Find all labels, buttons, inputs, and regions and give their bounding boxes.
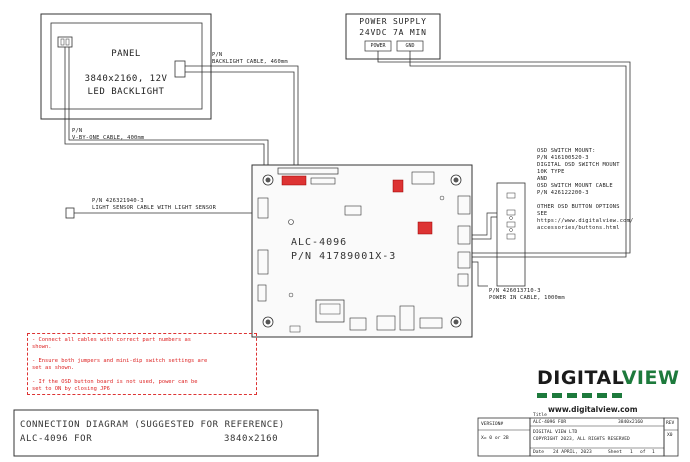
title-frame-left xyxy=(13,409,319,457)
version-label: VERSION# xyxy=(481,422,504,427)
of-value: 1 xyxy=(652,450,655,455)
notes-box: - Connect all cables with correct part n… xyxy=(27,333,257,395)
rev-value: X0 xyxy=(667,433,673,438)
backlight-cable-desc: BACKLIGHT CABLE, 460mm xyxy=(212,59,288,65)
diagram-subtitle-right: 3840x2160 xyxy=(224,434,279,444)
date-label: Date xyxy=(533,450,545,455)
note-line: - Connect all cables with correct part n… xyxy=(32,337,192,343)
note-line: - If the OSD button board is not used, p… xyxy=(32,379,198,385)
version-value: X= 0 or 2B xyxy=(481,436,509,441)
power-supply-title: POWER SUPPLY xyxy=(359,17,427,26)
date-value: 24 APRIL, 2023 xyxy=(553,450,592,455)
rev-label: REV xyxy=(666,421,675,426)
panel-outline xyxy=(40,13,212,120)
title-resolution: 3840x2160 xyxy=(618,420,643,425)
panel-title: PANEL xyxy=(111,49,141,59)
diagram-subtitle-left: ALC-4096 FOR xyxy=(20,434,93,444)
osd-note-line: accessories/buttons.html xyxy=(537,225,620,231)
osd-note-line: OSD SWITCH MOUNT: xyxy=(537,148,596,154)
vbyone-cable-pn: P/N xyxy=(72,128,83,134)
osd-note-line: P/N 416100520-3 xyxy=(537,155,589,161)
gnd-label: GND xyxy=(405,43,415,49)
power-supply-box xyxy=(345,13,441,60)
logo-brand-left: DIGITAL xyxy=(537,367,622,389)
sensor-cable-pn: P/N 426321940-3 xyxy=(92,198,144,204)
vbyone-cable-desc: V-BY-ONE CABLE, 400mm xyxy=(72,135,145,141)
of-label: of xyxy=(640,450,646,455)
controller-board xyxy=(251,164,473,338)
note-line: shown. xyxy=(32,344,52,350)
title-label: Title xyxy=(533,413,547,418)
note-line: set to ON by closing JP6 xyxy=(32,386,110,392)
logo-brand-right: VIEW xyxy=(621,367,680,389)
diagram-title: CONNECTION DIAGRAM (SUGGESTED FOR REFERE… xyxy=(20,420,285,430)
board-pn: P/N 41789001X-3 xyxy=(291,251,397,262)
note-line: - Ensure both jumpers and mini-dip switc… xyxy=(32,358,208,364)
company-name: DIGITAL VIEW LTD xyxy=(533,430,578,435)
panel-backlight: LED BACKLIGHT xyxy=(87,87,165,97)
power-supply-spec: 24VDC 7A MIN xyxy=(359,28,427,37)
osd-note-line: 10K TYPE xyxy=(537,169,565,175)
power-in-cable-pn: P/N 426013710-3 xyxy=(489,288,541,294)
osd-note-line: OTHER OSD BUTTON OPTIONS xyxy=(537,204,620,210)
panel-spec: 3840x2160, 12V xyxy=(84,74,168,84)
copyright: COPYRIGHT 2023, ALL RIGHTS RESERVED xyxy=(533,437,630,442)
osd-note-line: OSD SWITCH MOUNT CABLE xyxy=(537,183,613,189)
backlight-cable-pn: P/N xyxy=(212,52,223,58)
sheet-value: 1 xyxy=(630,450,633,455)
osd-note-line: SEE xyxy=(537,211,548,217)
sheet-label: Sheet xyxy=(608,450,622,455)
title-value: ALC-4096 FOR xyxy=(533,420,567,425)
board-model: ALC-4096 xyxy=(291,237,348,248)
note-line: set as shown. xyxy=(32,365,75,371)
osd-note-line: P/N 426122200-3 xyxy=(537,190,589,196)
logo-url: www.digitalview.com xyxy=(548,405,638,414)
power-in-cable-desc: POWER IN CABLE, 1000mm xyxy=(489,295,565,301)
company-logo: DIGITALVIEW xyxy=(537,367,679,389)
osd-board xyxy=(496,182,526,287)
osd-note-line: https://www.digitalview.com/ xyxy=(537,218,634,224)
osd-note-line: AND xyxy=(537,176,548,182)
sensor-cable-desc: LIGHT SENSOR CABLE WITH LIGHT SENSOR xyxy=(92,205,217,211)
osd-note-line: DIGITAL OSD SWITCH MOUNT xyxy=(537,162,620,168)
power-label: POWER xyxy=(370,43,386,49)
